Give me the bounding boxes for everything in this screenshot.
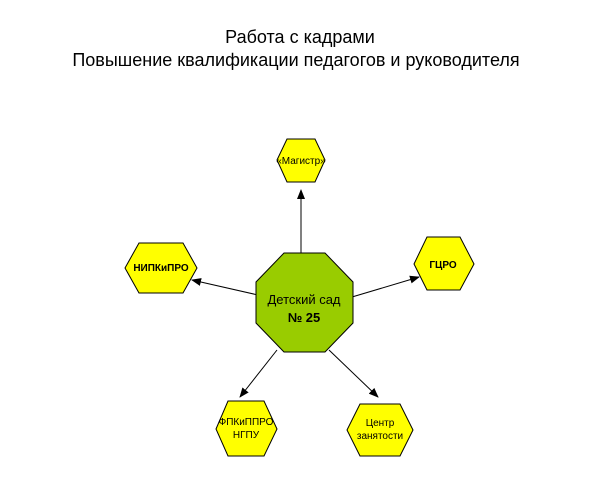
node-center: Детский сад № 25 (255, 252, 354, 353)
hexagon-shape (124, 242, 198, 294)
hexagon-shape (215, 400, 278, 457)
node-label: «Магистр» (276, 156, 326, 167)
arrow-to-tsentr (328, 349, 379, 398)
diagram-title-line1: Работа с кадрами (225, 27, 375, 47)
node-magistr: «Магистр» (276, 138, 326, 183)
hexagon-shape (276, 138, 326, 183)
connectors (191, 189, 420, 398)
hexagon-shape (413, 236, 475, 291)
center-label-line2: № 25 (288, 310, 321, 325)
arrow-to-nipkipro (191, 278, 259, 296)
arrow-to-fpkippro (239, 349, 278, 398)
hexagon-shape (346, 403, 414, 457)
node-tsentr: Центр занятости (346, 403, 414, 457)
node-label: занятости (357, 431, 403, 442)
node-label: ГЦРО (429, 260, 457, 271)
node-label: НГПУ (233, 430, 260, 441)
octagon-shape (255, 252, 354, 353)
arrow-to-gtsro (351, 275, 420, 298)
diagram-title-line2: Повышение квалификации педагогов и руков… (72, 50, 519, 70)
node-label: ФПКиППРО (219, 417, 274, 428)
node-gtsro: ГЦРО (413, 236, 475, 291)
node-nipkipro: НИПКиПРО (124, 242, 198, 294)
center-label-line1: Детский сад (267, 292, 340, 307)
node-label: Центр (366, 418, 395, 429)
node-label: НИПКиПРО (133, 263, 189, 274)
node-fpkippro: ФПКиППРО НГПУ (215, 400, 278, 457)
